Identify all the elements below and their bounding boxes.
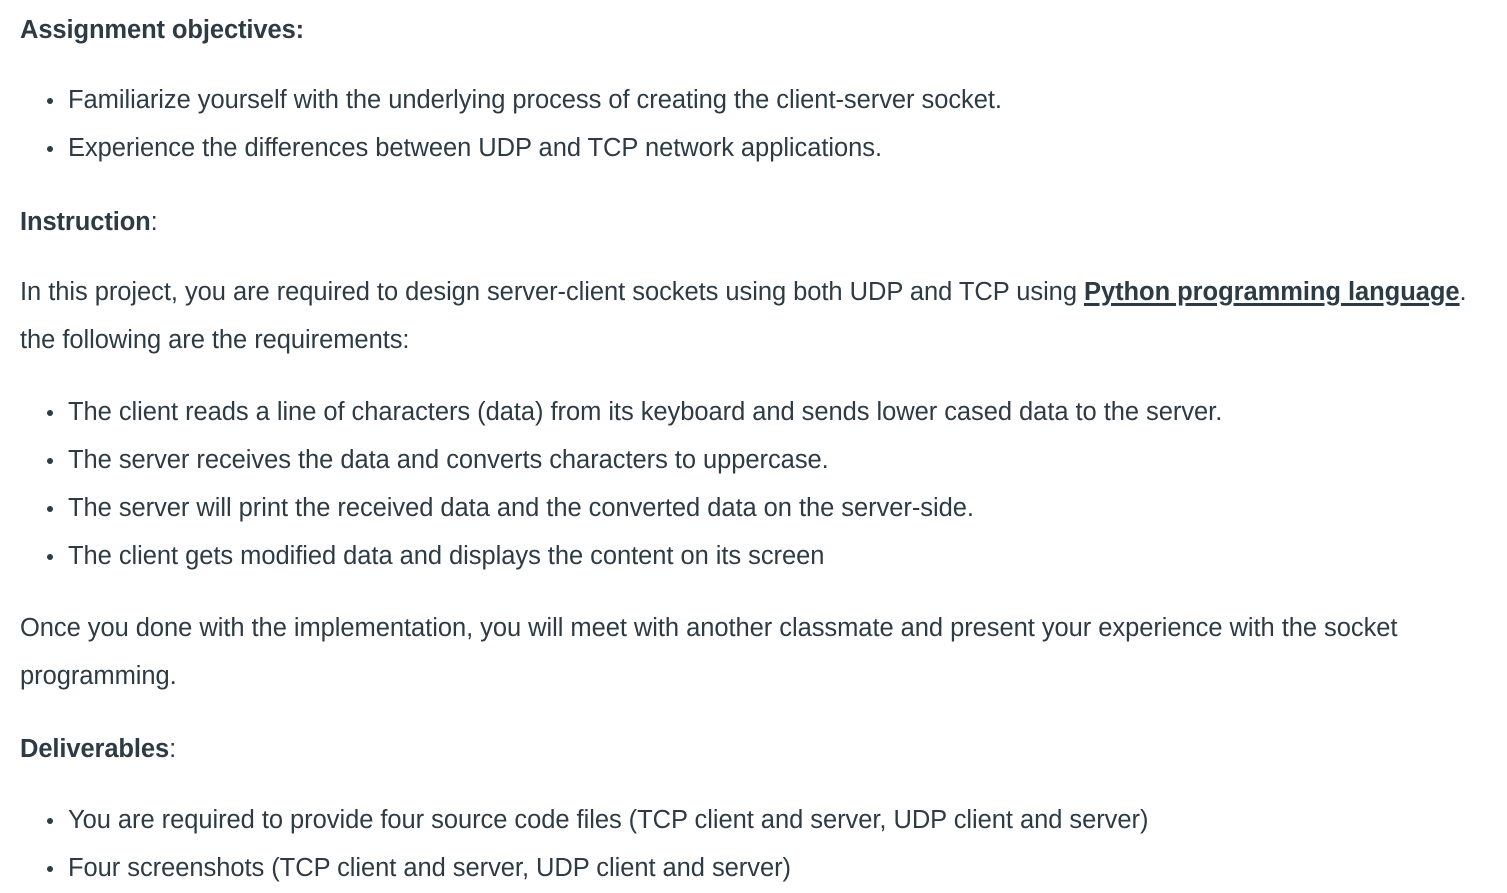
list-item: You are required to provide four source … bbox=[20, 797, 1148, 845]
python-emphasis-text: Python programming language bbox=[1084, 278, 1460, 306]
requirements-list-block: The client reads a line of characters (d… bbox=[20, 389, 1222, 581]
deliverables-heading-label: Deliverables bbox=[20, 735, 170, 763]
objectives-heading: Assignment objectives: bbox=[20, 16, 305, 44]
instruction-paragraph-block: In this project, you are required to des… bbox=[20, 269, 1487, 365]
list-item: The server receives the data and convert… bbox=[20, 437, 1222, 485]
deliverables-list-block: You are required to provide four source … bbox=[20, 797, 1148, 893]
closing-paragraph: Once you done with the implementation, y… bbox=[20, 614, 1398, 690]
instruction-heading-label: Instruction bbox=[20, 208, 151, 236]
deliverables-heading: Deliverables: bbox=[20, 733, 176, 767]
instruction-heading: Instruction: bbox=[20, 206, 158, 240]
instruction-paragraph-text-trailing: . the following are the requirements: bbox=[20, 278, 1467, 354]
closing-paragraph-block: Once you done with the implementation, y… bbox=[20, 605, 1420, 701]
list-item: The server will print the received data … bbox=[20, 485, 1222, 533]
instruction-paragraph-text-leading: In this project, you are required to des… bbox=[20, 278, 1084, 306]
deliverables-list: You are required to provide four source … bbox=[20, 797, 1148, 893]
list-item: Familiarize yourself with the underlying… bbox=[20, 77, 1002, 125]
list-item: Experience the differences between UDP a… bbox=[20, 125, 1002, 173]
deliverables-heading-colon: : bbox=[169, 735, 177, 763]
instruction-heading-colon: : bbox=[150, 208, 158, 236]
requirements-list: The client reads a line of characters (d… bbox=[20, 389, 1222, 581]
list-item: The client gets modified data and displa… bbox=[20, 533, 1222, 581]
objectives-heading-block: Assignment objectives: bbox=[20, 14, 304, 48]
objectives-list-block: Familiarize yourself with the underlying… bbox=[20, 77, 1002, 173]
deliverables-heading-block: Deliverables: bbox=[20, 733, 176, 767]
list-item: Four screenshots (TCP client and server,… bbox=[20, 845, 1148, 893]
objectives-list: Familiarize yourself with the underlying… bbox=[20, 77, 1002, 173]
list-item: The client reads a line of characters (d… bbox=[20, 389, 1222, 437]
instruction-heading-block: Instruction: bbox=[20, 206, 158, 240]
instruction-paragraph: In this project, you are required to des… bbox=[20, 269, 1487, 365]
